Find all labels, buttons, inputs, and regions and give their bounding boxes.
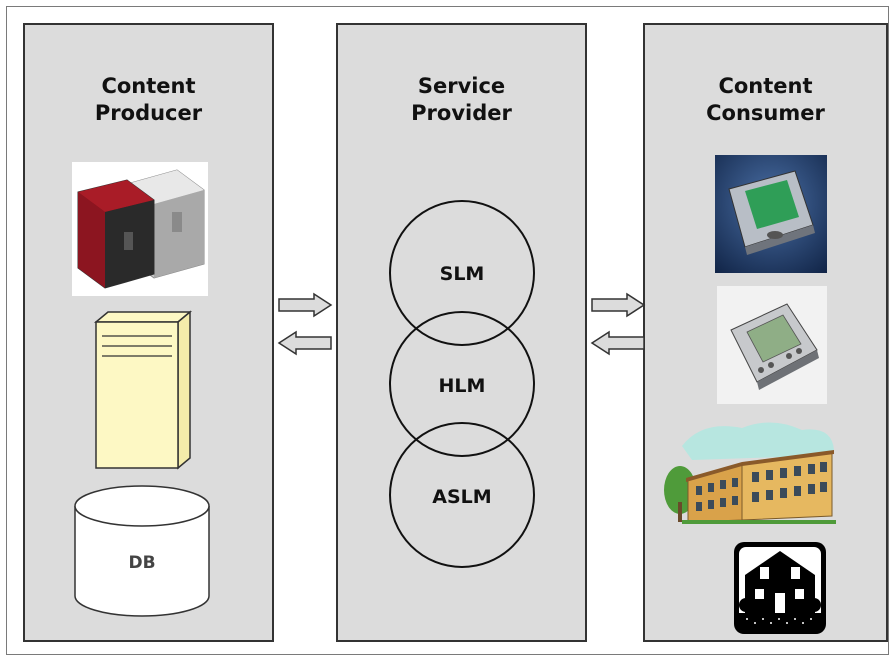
content-producer-title-line1: Content	[101, 74, 196, 98]
house-icon	[734, 542, 826, 634]
module-circles: SLM HLM ASLM	[389, 200, 535, 568]
service-provider-title-line2: Provider	[411, 101, 512, 125]
content-consumer-title: Content Consumer	[645, 73, 886, 127]
arrow-right-icon	[278, 292, 333, 318]
content-producer-title-line2: Producer	[94, 101, 203, 125]
arrow-right-icon	[591, 292, 646, 318]
slm-circle	[389, 200, 535, 346]
hlm-label: HLM	[439, 375, 486, 397]
db-label: DB	[128, 553, 155, 573]
aslm-circle	[389, 422, 535, 568]
server-tower-icon	[93, 310, 193, 470]
slm-label: SLM	[440, 263, 485, 285]
school-building-icon	[664, 422, 836, 524]
database-icon: DB	[74, 485, 210, 617]
content-producer-title: Content Producer	[25, 73, 272, 127]
content-consumer-title-line1: Content	[718, 74, 813, 98]
pda-icon	[717, 286, 827, 404]
storage-devices-icon	[72, 162, 208, 296]
arrow-left-icon	[590, 330, 645, 356]
pocket-pc-icon	[715, 155, 827, 273]
service-provider-panel: Service Provider	[336, 23, 587, 642]
service-provider-title: Service Provider	[338, 73, 585, 127]
service-provider-title-line1: Service	[417, 74, 506, 98]
aslm-label: ASLM	[432, 486, 491, 508]
hlm-circle	[389, 311, 535, 457]
diagram-frame	[6, 6, 889, 655]
arrow-left-icon	[277, 330, 332, 356]
content-consumer-title-line2: Consumer	[706, 101, 825, 125]
